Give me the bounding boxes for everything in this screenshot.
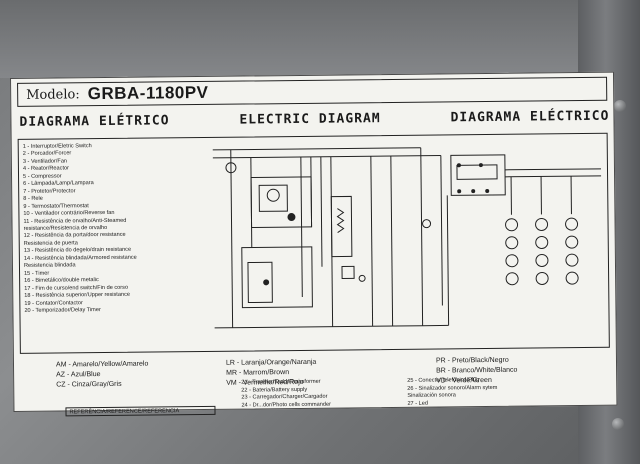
color-code: AZ - Azul/Blue <box>56 371 101 379</box>
legend-item: 24 - Dr...dor/Photo cells commander <box>241 401 332 409</box>
model-row: Modelo: GRBA-1180PV <box>17 76 608 107</box>
lamp-icon <box>565 271 579 285</box>
reference-box: REFERÊNCIA/REFERENCE/REFERENCIA <box>65 405 216 417</box>
title-es: DIAGRAMA ELÉCTRICO <box>450 108 610 126</box>
color-code: LR - Laranja/Orange/Naranja <box>225 358 317 367</box>
lamp-icon <box>505 218 519 232</box>
lamp-icon <box>535 217 549 231</box>
lamp-icon <box>565 217 579 231</box>
color-code: MR - Marrom/Brown <box>226 369 290 377</box>
wiring-label: Modelo: GRBA-1180PV DIAGRAMA ELÉTRICO EL… <box>10 71 618 417</box>
lamp-icon <box>565 253 579 267</box>
color-code: CZ - Cinza/Gray/Gris <box>56 380 122 389</box>
lamp-icon <box>535 253 549 267</box>
wiring-diagram <box>212 147 602 329</box>
cabinet-top <box>0 0 640 78</box>
diagram-titles: DIAGRAMA ELÉTRICO ELECTRIC DIAGRAM DIAGR… <box>19 109 609 135</box>
rivet-icon <box>614 100 626 112</box>
model-label: Modelo: <box>26 86 80 103</box>
rivet-icon <box>612 418 624 430</box>
lamp-icon <box>535 235 549 249</box>
lamp-icon <box>505 236 519 250</box>
color-code: VM - Vermelho/Red/Rojo <box>226 378 304 387</box>
color-code: AM - Amarelo/Yellow/Amarelo <box>55 360 149 369</box>
color-code: PR - Preto/Black/Negro <box>435 356 509 365</box>
title-pt: DIAGRAMA ELÉTRICO <box>19 113 170 130</box>
legend-item: 20 - Temporizador/Delay Timer <box>24 307 101 314</box>
lamp-icon <box>505 254 519 268</box>
lamp-icon <box>535 271 549 285</box>
lamp-icon <box>505 272 519 286</box>
color-code: BR - Branco/White/Blanco <box>436 366 518 375</box>
lamp-icon <box>565 235 579 249</box>
title-en: ELECTRIC DIAGRAM <box>239 111 381 128</box>
model-value: GRBA-1180PV <box>87 82 209 104</box>
